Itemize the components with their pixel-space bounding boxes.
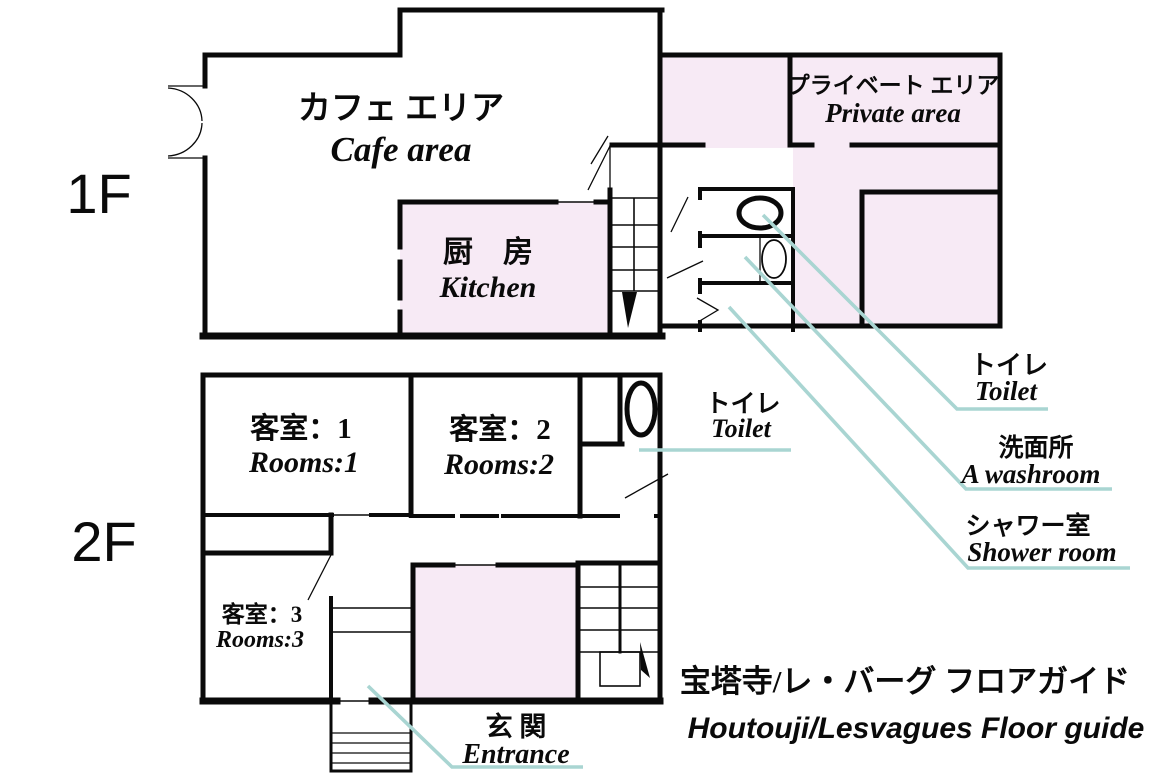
- staircase-1f: [612, 197, 658, 328]
- floor-2-plan: [199, 372, 669, 773]
- room1-label-en: Rooms:1: [248, 446, 359, 479]
- cafe-outer-wall-top: [202, 7, 665, 58]
- washroom-label-en: A washroom: [960, 459, 1101, 489]
- room3-door-swing: [307, 554, 332, 601]
- stair-direction-arrow-1f: [622, 292, 637, 328]
- washroom-label-jp: 洗面所: [998, 434, 1073, 462]
- kitchen-fill: [400, 202, 610, 333]
- room3-wall-top: [200, 512, 334, 556]
- corridor-stair-treads: [332, 607, 411, 633]
- floor-label-1f: 1F: [66, 162, 131, 225]
- room2-label-en: Rooms:2: [443, 448, 554, 481]
- leader-toilet-1f: [761, 213, 1048, 411]
- shower-door-mark: [696, 297, 720, 323]
- guide-title-jp: 宝塔寺/レ・バーグ フロアガイド: [680, 664, 1130, 699]
- room2-label-jp: 客室：2: [449, 412, 551, 446]
- toilet-icon-1f: [736, 195, 784, 231]
- toilet-icon-2f: [624, 380, 658, 438]
- kitchen-label-en: Kitchen: [439, 271, 537, 304]
- leader-entrance: [366, 684, 583, 769]
- stair-direction-arrow-2f: [640, 642, 650, 678]
- leader-lines: [366, 213, 1130, 769]
- private-bedroom-walls: [859, 189, 1003, 329]
- stair-landing: [599, 651, 641, 687]
- room1-label-jp: 客室：1: [250, 411, 352, 445]
- leader-washroom: [743, 255, 1112, 491]
- floor-label-2f: 2F: [71, 510, 136, 573]
- toilet-1f-label-jp: トイレ: [970, 351, 1048, 380]
- private-area-label-jp: プライベート エリア: [787, 73, 1000, 98]
- toilet-1f-label-en: Toilet: [975, 376, 1039, 406]
- room3-label-jp: 客室：3: [222, 601, 303, 627]
- toilet-door-swing-1f: [670, 196, 689, 233]
- toilet-2f-label-en: Toilet: [711, 414, 771, 443]
- kitchen-label-jp: 厨 房: [443, 236, 533, 269]
- washroom-door-swing: [666, 260, 704, 279]
- sink-icon-1f: [761, 239, 787, 279]
- staircase-2f: [575, 560, 663, 703]
- cafe-area-label-en: Cafe area: [331, 130, 472, 169]
- labels: 1F 2F カフェ エリア Cafe area 厨 房 Kitchen プライベ…: [66, 73, 1144, 770]
- cafe-area-label-jp: カフェ エリア: [298, 91, 504, 127]
- leader-shower: [727, 305, 1130, 570]
- toilet-2f-label-jp: トイレ: [705, 391, 780, 418]
- room3-label-en: Rooms:3: [215, 627, 304, 653]
- stair-door-swing-2f: [624, 473, 669, 499]
- entrance-label-en: Entrance: [461, 739, 569, 770]
- floor-1-plan: [167, 7, 1003, 340]
- shower-label-jp: シャワー室: [965, 511, 1090, 540]
- shower-label-en: Shower room: [967, 537, 1116, 567]
- entrance-label-jp: 玄 関: [486, 711, 547, 742]
- toilet-2f-walls: [579, 372, 625, 447]
- cafe-entrance-door: [167, 85, 205, 159]
- entrance-steps: [329, 698, 413, 773]
- guide-title-en: Houtouji/Lesvagues Floor guide: [688, 712, 1145, 745]
- cafe-stair-door-swing: [587, 135, 611, 191]
- entrance-hall-fill: [413, 565, 578, 700]
- private-area-label-en: Private area: [824, 98, 961, 128]
- outer-walls-2f: [200, 372, 663, 703]
